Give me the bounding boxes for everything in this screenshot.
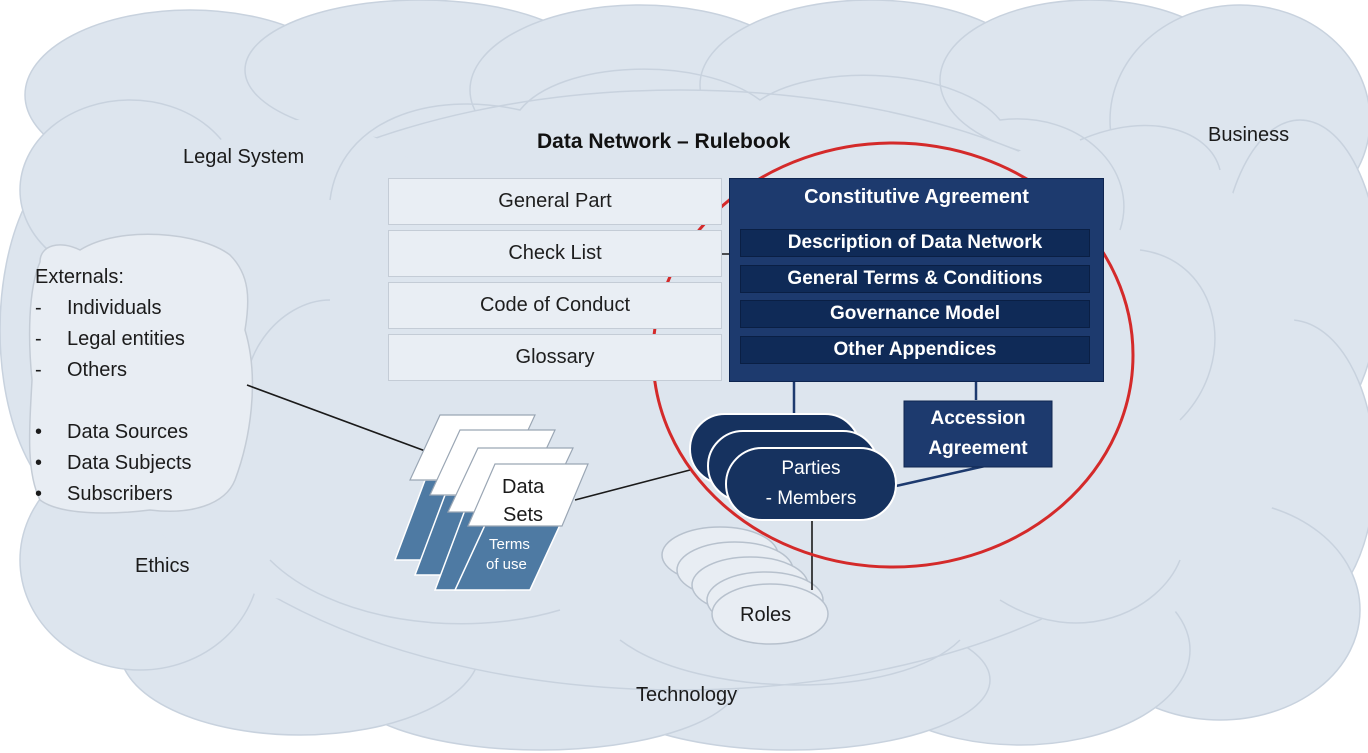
- externals-spacer: [35, 386, 192, 417]
- rulebook-part-glossary: Glossary: [388, 334, 722, 381]
- rulebook-part-general: General Part: [388, 178, 722, 225]
- externals-item: •Data Sources: [35, 421, 189, 443]
- roles-stack: [661, 526, 829, 645]
- externals-list: Externals: -Individuals -Legal entities …: [35, 262, 192, 510]
- rulebook-part-code-of-conduct: Code of Conduct: [388, 282, 722, 329]
- accession-line1: Accession: [930, 408, 1026, 429]
- externals-item: -Legal entities: [35, 328, 185, 350]
- rulebook-title: Data Network – Rulebook: [537, 130, 791, 153]
- business-label: Business: [1208, 124, 1290, 146]
- accession-box: [903, 400, 1053, 468]
- technology-label: Technology: [636, 684, 738, 706]
- parties-line1: Parties: [781, 458, 841, 479]
- roles-label: Roles: [740, 604, 792, 626]
- cloud-inner-outlines: [244, 68, 1221, 686]
- externals-item: -Individuals: [35, 297, 162, 319]
- constitutive-agreement-title: Constitutive Agreement: [804, 186, 1029, 208]
- constitutive-item-appendices: Other Appendices: [740, 336, 1090, 364]
- terms-of-use-line1: Terms: [489, 536, 530, 553]
- terms-of-use-line2: of use: [486, 556, 527, 573]
- data-sets-line2: Sets: [503, 504, 544, 526]
- externals-item: •Data Subjects: [35, 452, 192, 474]
- ethics-label: Ethics: [135, 555, 190, 577]
- externals-item: -Others: [35, 359, 128, 381]
- externals-cloud: [28, 233, 254, 514]
- constitutive-item-description: Description of Data Network: [740, 229, 1090, 257]
- data-sets-stack: [393, 414, 589, 591]
- externals-item: •Subscribers: [35, 483, 173, 505]
- constitutive-item-governance: Governance Model: [740, 300, 1090, 328]
- connector-lines-navy: [792, 382, 986, 488]
- accession-line2: Agreement: [928, 438, 1028, 459]
- parties-stack: [689, 413, 897, 521]
- constitutive-item-terms: General Terms & Conditions: [740, 265, 1090, 293]
- parties-line2: - Members: [765, 488, 857, 509]
- legal-system-label: Legal System: [183, 146, 305, 168]
- data-sets-line1: Data: [502, 476, 545, 498]
- rulebook-part-checklist: Check List: [388, 230, 722, 277]
- externals-heading: Externals:: [35, 266, 124, 288]
